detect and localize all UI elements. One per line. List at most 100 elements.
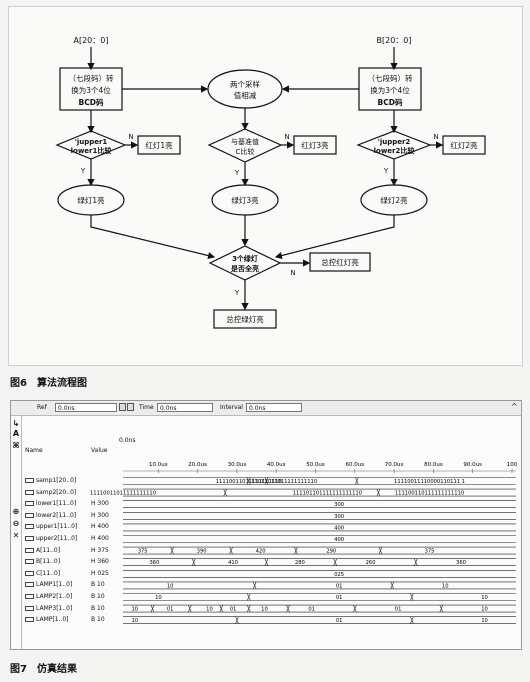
zoom-out-icon[interactable]: ⊖ bbox=[12, 519, 20, 528]
fig7-number: 图7 bbox=[10, 664, 27, 675]
bus-transition bbox=[439, 604, 444, 613]
text-tool-icon[interactable]: A bbox=[12, 429, 20, 438]
signal-name[interactable]: LAMP[1..0] bbox=[25, 616, 69, 623]
prev-button[interactable] bbox=[119, 403, 126, 411]
master-green-label: 总控绿灯亮 bbox=[226, 314, 264, 324]
n-label-mid: N bbox=[284, 133, 289, 141]
red3-label: 红灯3亮 bbox=[301, 140, 329, 150]
signal-name[interactable]: A[11..0] bbox=[25, 547, 60, 554]
green1-ellipse bbox=[57, 184, 125, 216]
flowchart-panel: A[20：0] B[20：0] （七段码）转 换为3个4位 BCD码 （七段码）… bbox=[8, 6, 523, 366]
waveform-toolbar: Ref 0.0ns Time 0.0ns Interval 0.0ns ^ bbox=[11, 401, 521, 416]
time-tick-label: 100 bbox=[507, 462, 518, 468]
bus-value-label: 01 bbox=[395, 607, 402, 613]
signal-name[interactable]: C[11..0] bbox=[25, 570, 60, 577]
time-field[interactable]: 0.0ns bbox=[157, 403, 213, 412]
bus-transition bbox=[410, 616, 414, 624]
dec-mid-line2: C比较 bbox=[236, 147, 255, 156]
signal-name[interactable]: lower2[11..0] bbox=[25, 512, 76, 519]
zoom-in-icon[interactable]: ⊕ bbox=[12, 507, 20, 516]
bus-value-label: 300 bbox=[334, 502, 344, 508]
dec-left-line1: 'jupper1 bbox=[75, 138, 108, 146]
waveform-viewer: Ref 0.0ns Time 0.0ns Interval 0.0ns ^ ↳ … bbox=[10, 400, 522, 650]
signal-name[interactable]: samp1[20..0] bbox=[25, 477, 76, 484]
red1-box bbox=[137, 135, 181, 155]
dec-mid-line1: 与基准值 bbox=[231, 137, 259, 146]
green1-label: 绿灯1亮 bbox=[77, 195, 105, 205]
signal-value: B 10 bbox=[91, 604, 105, 612]
time-tick-label: 80.0us bbox=[424, 462, 443, 468]
box-a-line1: （七段码）转 bbox=[69, 73, 114, 83]
bus-transition bbox=[229, 546, 233, 555]
bus-value-label: 400 bbox=[334, 525, 344, 531]
bus-transition bbox=[333, 558, 337, 566]
signal-name-text: LAMP2[1..0] bbox=[36, 593, 73, 600]
signal-value: H 300 bbox=[91, 500, 109, 508]
n-label-left: N bbox=[128, 133, 133, 141]
bus-value-label: 280 bbox=[295, 560, 305, 566]
bus-value-label: 11011011011111111110 bbox=[251, 479, 317, 485]
bus-transition bbox=[410, 593, 414, 601]
bus-transition bbox=[286, 604, 290, 613]
bus-transition bbox=[191, 558, 196, 566]
interval-field[interactable]: 0.0ns bbox=[246, 403, 302, 412]
signal-name-text: LAMP1[1..0] bbox=[36, 581, 73, 589]
dec-left-line2: lower1比较 bbox=[71, 146, 113, 155]
bus-transition bbox=[376, 488, 381, 497]
name-column-header: Name bbox=[25, 447, 43, 454]
bus-transition bbox=[294, 546, 298, 555]
signal-name[interactable]: upper2[11..0] bbox=[25, 535, 77, 542]
green3-ellipse bbox=[211, 184, 279, 216]
subtract-ellipse bbox=[207, 69, 283, 109]
bus-value-label: 11110011011111111110 bbox=[216, 479, 282, 485]
master-green-box bbox=[213, 309, 277, 329]
signal-name[interactable]: lower1[11..0] bbox=[25, 500, 76, 507]
signal-name[interactable]: upper1[11..0] bbox=[25, 523, 77, 530]
y-label-all: Y bbox=[234, 289, 240, 297]
bus-transition bbox=[235, 616, 239, 624]
signal-name[interactable]: LAMP3[1..0] bbox=[25, 605, 72, 612]
green2-ellipse bbox=[360, 184, 428, 216]
next-button[interactable] bbox=[127, 403, 134, 411]
decision-right bbox=[356, 130, 432, 160]
ref-field[interactable]: 0.0ns bbox=[55, 403, 117, 412]
bus-value-label: 300 bbox=[334, 514, 344, 520]
bus-pin-icon bbox=[25, 559, 34, 565]
bus-transition bbox=[246, 604, 251, 613]
bus-value-label: 10 bbox=[481, 595, 488, 601]
time-tick-label: 90.0us bbox=[463, 462, 482, 468]
master-red-box bbox=[309, 252, 371, 272]
bus-value-label: 10 bbox=[442, 583, 449, 589]
signal-value: H 400 bbox=[91, 523, 109, 531]
bus-value-label: 01 bbox=[230, 607, 237, 613]
signal-name-text: A[11..0] bbox=[36, 546, 61, 554]
signal-name[interactable]: LAMP2[1..0] bbox=[25, 593, 72, 600]
dec-right-line1: 'jupper2 bbox=[378, 138, 411, 146]
signal-name[interactable]: samp2[20..0] bbox=[25, 489, 76, 496]
decision-mid bbox=[207, 128, 283, 163]
signal-value: B 10 bbox=[91, 593, 105, 600]
signal-name-text: samp1[20..0] bbox=[36, 477, 77, 484]
red2-box bbox=[442, 135, 486, 155]
signal-name-text: upper1[11..0] bbox=[36, 523, 78, 531]
zero-time-label: 0.0ns bbox=[119, 437, 136, 444]
signal-name-text: LAMP[1..0] bbox=[36, 616, 69, 624]
bus-value-label: 10 bbox=[481, 607, 488, 613]
waveform-tool-icon[interactable]: ⌘ bbox=[12, 441, 20, 450]
signal-name[interactable]: LAMP1[1..0] bbox=[25, 581, 72, 588]
input-b-label: B[20：0] bbox=[377, 36, 412, 45]
box-b-line1: （七段码）转 bbox=[368, 73, 413, 83]
fig7-title: 仿真结果 bbox=[36, 664, 77, 675]
decision-all bbox=[208, 245, 282, 281]
signal-value: H 360 bbox=[91, 558, 109, 566]
fit-icon[interactable]: ✕ bbox=[12, 531, 20, 540]
bus-value-label: 260 bbox=[366, 560, 376, 566]
pointer-tool-icon[interactable]: ↳ bbox=[12, 419, 20, 428]
bus-transition bbox=[219, 604, 224, 613]
signal-name[interactable]: B[11..0] bbox=[25, 558, 60, 565]
signal-value: H 025 bbox=[91, 569, 109, 577]
scroll-up-icon[interactable]: ^ bbox=[511, 402, 518, 411]
bus-value-label: 375 bbox=[138, 549, 148, 555]
fig6-title: 算法流程图 bbox=[36, 378, 87, 389]
